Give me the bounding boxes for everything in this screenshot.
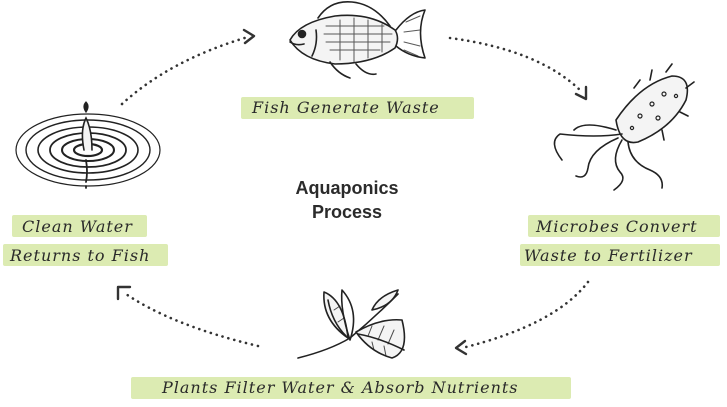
leaf-icon bbox=[297, 289, 406, 359]
water-drop-icon bbox=[15, 101, 161, 189]
arrowhead-plants-to-water bbox=[116, 285, 132, 301]
fish-icon bbox=[289, 1, 426, 79]
step-label-water-line-1: Clean Water bbox=[22, 217, 133, 236]
step-label-microbes-line-1: Microbes Convert bbox=[536, 217, 698, 236]
step-label-microbes: Microbes Convert Waste to Fertilizer bbox=[524, 212, 698, 270]
highlight-plants bbox=[131, 377, 571, 399]
arrowhead-water-to-fish bbox=[242, 28, 256, 45]
diagram-title: Aquaponics Process bbox=[262, 176, 432, 224]
step-label-water-line-2: Returns to Fish bbox=[10, 246, 151, 265]
arrow-water-to-fish bbox=[120, 35, 250, 106]
title-line-1: Aquaponics bbox=[295, 178, 399, 198]
microbe-icon bbox=[553, 63, 695, 191]
step-label-fish: Fish Generate Waste bbox=[252, 93, 440, 122]
highlight-microbes-1 bbox=[528, 215, 720, 237]
arrow-plants-to-water bbox=[121, 290, 260, 348]
step-label-plants: Plants Filter Water & Absorb Nutrients bbox=[162, 373, 519, 402]
step-label-plants-line-1: Plants Filter Water & Absorb Nutrients bbox=[162, 378, 519, 397]
arrow-fish-to-microbes bbox=[448, 36, 584, 94]
title-line-2: Process bbox=[311, 202, 383, 222]
highlight-water-2 bbox=[3, 244, 168, 266]
step-label-water: Clean Water Returns to Fish bbox=[10, 212, 150, 270]
highlight-fish bbox=[241, 97, 474, 119]
step-label-fish-line-1: Fish Generate Waste bbox=[252, 98, 440, 117]
arrowhead-fish-to-microbes bbox=[574, 85, 588, 101]
step-label-microbes-line-2: Waste to Fertilizer bbox=[524, 246, 693, 265]
arrow-microbes-to-plants bbox=[460, 280, 590, 350]
arrowhead-microbes-to-plants bbox=[454, 339, 468, 356]
highlight-water-1 bbox=[12, 215, 147, 237]
highlight-microbes-2 bbox=[520, 244, 720, 266]
